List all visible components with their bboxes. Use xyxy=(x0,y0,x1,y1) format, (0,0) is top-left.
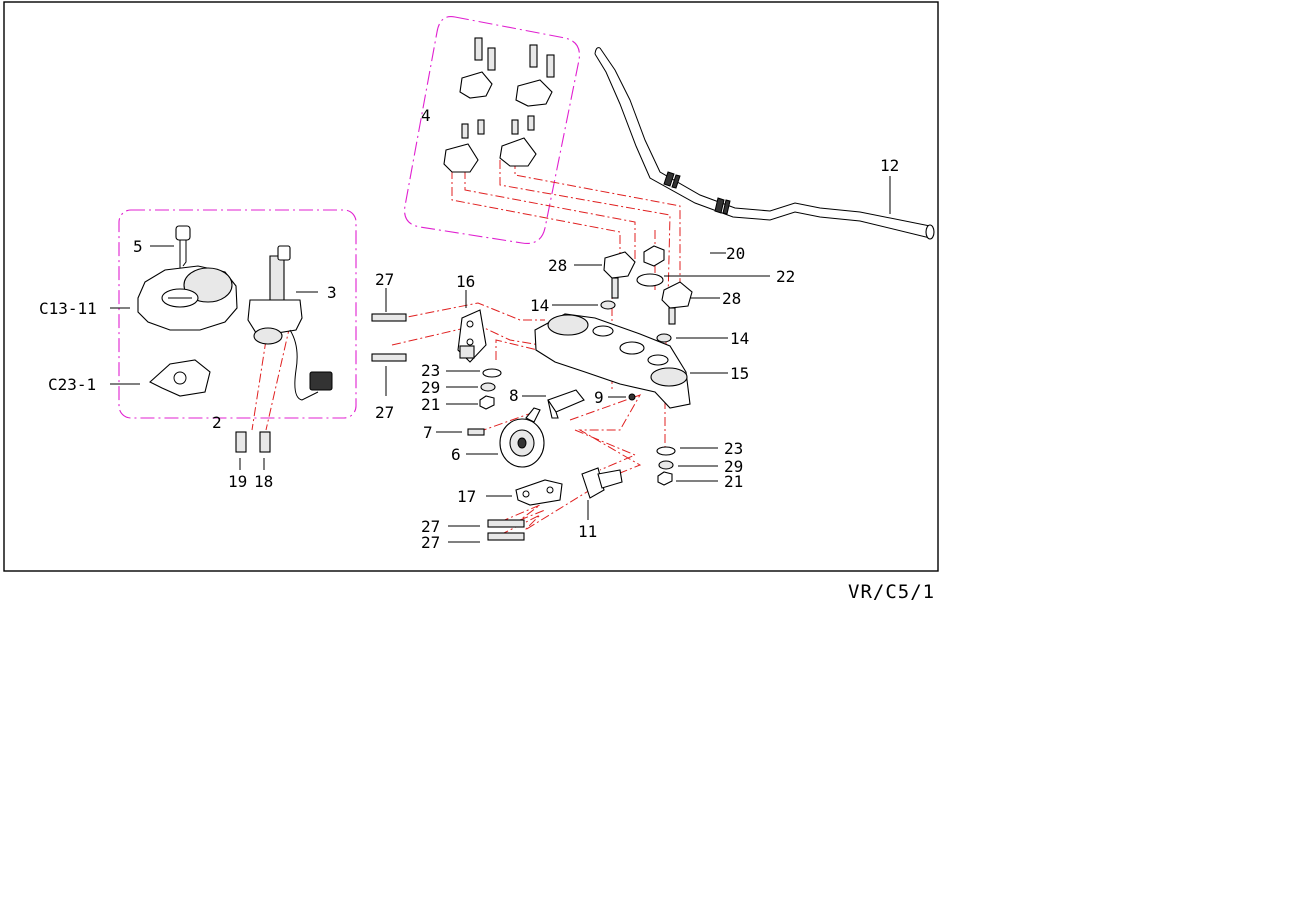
fuel-cap-part xyxy=(137,265,238,331)
callout-20: 20 xyxy=(726,244,745,263)
callout-8: 8 xyxy=(509,386,519,405)
lock-cylinder-part xyxy=(247,245,333,401)
bolts-27-lower xyxy=(487,519,525,541)
callout-7: 7 xyxy=(423,423,433,442)
bolts-27-upper xyxy=(371,313,407,362)
callout-6: 6 xyxy=(451,445,461,464)
callout-4: 4 xyxy=(421,106,431,125)
horn-part xyxy=(499,407,545,468)
diagram-frame xyxy=(3,1,939,572)
callout-28-lower: 28 xyxy=(722,289,741,308)
callout-16: 16 xyxy=(456,272,475,291)
washers-14 xyxy=(600,300,672,343)
bracket-8-part xyxy=(547,389,585,419)
washers-nuts-left xyxy=(479,368,502,410)
callout-c23-1: C23-1 xyxy=(48,375,96,394)
bolt-7-part xyxy=(467,428,485,436)
callout-29-left: 29 xyxy=(421,378,440,397)
group-box-item-2 xyxy=(118,209,357,419)
callout-14-right: 14 xyxy=(730,329,749,348)
callout-22: 22 xyxy=(776,267,795,286)
callout-21-right: 21 xyxy=(724,472,743,491)
leader-lines xyxy=(110,176,891,543)
callout-18: 18 xyxy=(254,472,273,491)
lock-bracket-part xyxy=(149,359,211,397)
callout-23-right: 23 xyxy=(724,439,743,458)
handlebar-clamp-kit xyxy=(443,37,555,173)
callout-15: 15 xyxy=(730,364,749,383)
washer-22-part xyxy=(636,273,664,287)
callout-5: 5 xyxy=(133,237,143,256)
callout-2: 2 xyxy=(212,413,222,432)
callout-12: 12 xyxy=(880,156,899,175)
nut-9-part xyxy=(628,393,636,401)
callout-27-mid: 27 xyxy=(375,403,394,422)
callout-17: 17 xyxy=(457,487,476,506)
washers-nuts-right xyxy=(656,446,676,486)
callout-9: 9 xyxy=(594,388,604,407)
diagram-reference-code: VR/C5/1 xyxy=(848,581,936,603)
callout-14-left: 14 xyxy=(530,296,549,315)
callout-27-lower-a: 27 xyxy=(421,517,440,536)
callout-28-upper: 28 xyxy=(548,256,567,275)
callout-27-lower-b: 27 xyxy=(421,533,440,552)
callout-19: 19 xyxy=(228,472,247,491)
top-bridge-part xyxy=(534,313,691,409)
callout-11: 11 xyxy=(578,522,597,541)
assembly-lines xyxy=(251,160,681,536)
bracket-17-part xyxy=(515,479,563,506)
bracket-16-part xyxy=(457,309,487,363)
callout-3: 3 xyxy=(327,283,337,302)
group-box-item-4 xyxy=(404,16,580,244)
callout-21-left: 21 xyxy=(421,395,440,414)
bracket-11-part xyxy=(581,467,623,499)
bar-holder-28b xyxy=(661,281,693,325)
callout-c13-11: C13-11 xyxy=(39,299,97,318)
callout-23-left: 23 xyxy=(421,361,440,380)
callout-27-top: 27 xyxy=(375,270,394,289)
bolts-18-19 xyxy=(235,431,271,453)
nut-20-part xyxy=(643,245,665,267)
ignition-key-part xyxy=(175,225,191,268)
callout-29-right: 29 xyxy=(724,457,743,476)
bar-holder-28a xyxy=(603,251,636,299)
handlebar-part xyxy=(594,47,935,240)
